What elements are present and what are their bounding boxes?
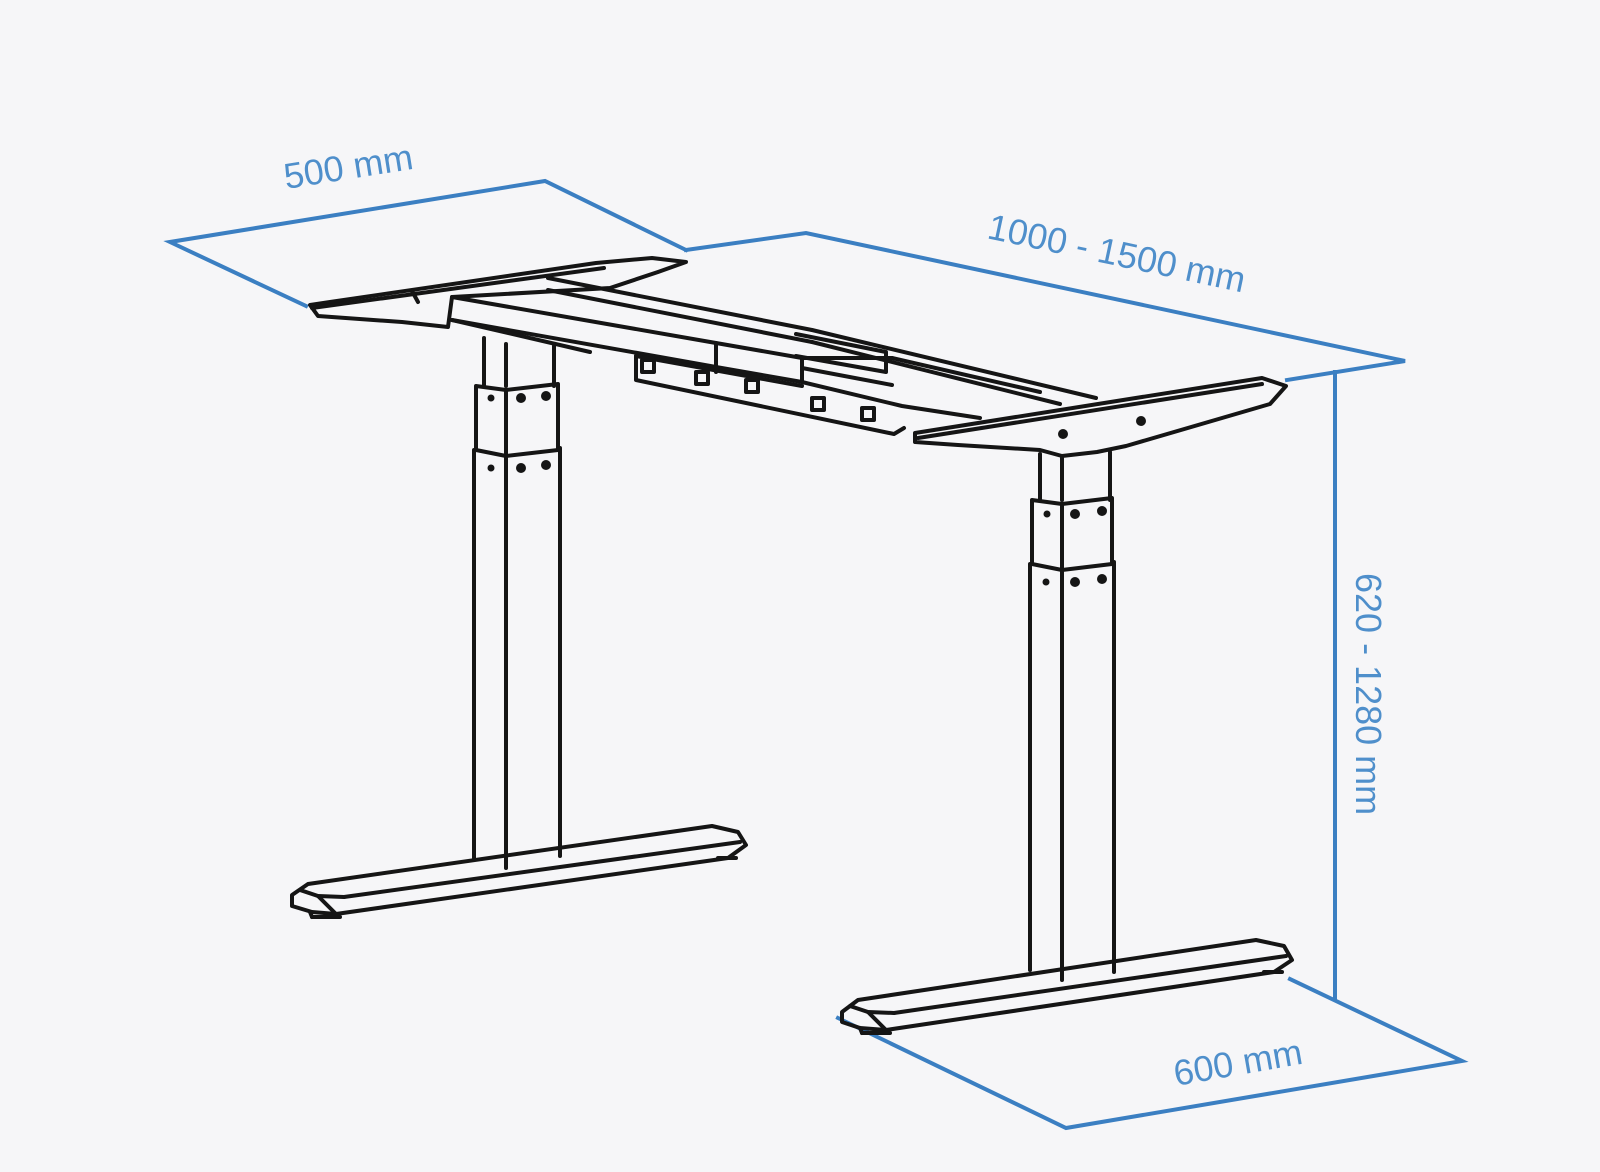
foot-dimension-line [835, 976, 1469, 1131]
height-label: 620 - 1280 mm [1348, 573, 1389, 815]
desk-frame [290, 256, 1294, 1035]
depth-dimension-line [163, 178, 689, 309]
right-foot [840, 938, 1294, 1035]
width-dimension-line [683, 230, 1406, 383]
dimension-lines [163, 178, 1469, 1131]
foot-label: 600 mm [1170, 1031, 1305, 1094]
cross-beams [450, 276, 1098, 436]
left-top-bracket [308, 256, 688, 329]
right-top-bracket [913, 376, 1288, 458]
right-leg [1028, 450, 1116, 982]
depth-label: 500 mm [281, 136, 416, 197]
left-leg [472, 336, 562, 870]
left-foot [290, 824, 748, 919]
width-label: 1000 - 1500 mm [984, 206, 1249, 301]
